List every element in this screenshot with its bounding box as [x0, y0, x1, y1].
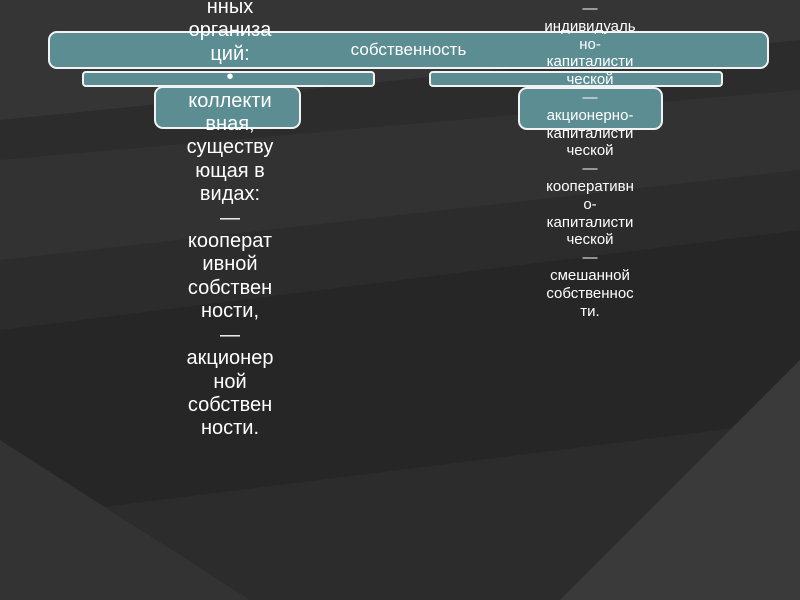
root-node-ownership: собственность: [48, 31, 769, 69]
branch-bar-right: [429, 71, 723, 87]
left-column-text: нных организа ций: • коллекти вная, суще…: [186, 0, 274, 440]
node-common: [154, 86, 301, 129]
right-column-text: — индивидуаль но- капиталисти ческой — а…: [544, 0, 636, 320]
root-node-label: собственность: [350, 40, 467, 59]
node-private: [518, 87, 663, 130]
